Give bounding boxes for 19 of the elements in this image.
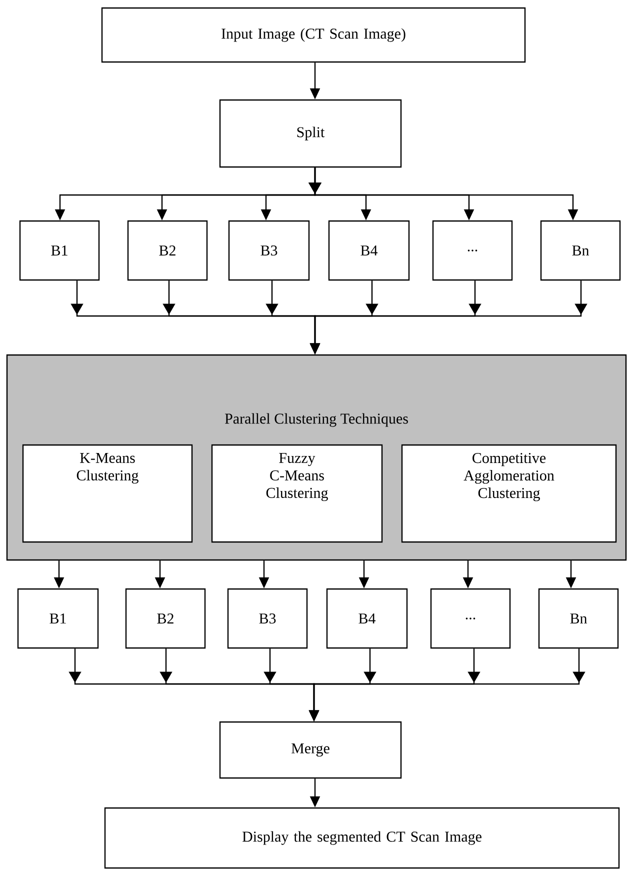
block-box: B1 xyxy=(17,588,99,649)
block-box: Bn xyxy=(538,588,619,649)
block-box: ... xyxy=(432,220,513,281)
process-box: Fuzzy C-Means Clustering xyxy=(211,444,383,543)
process-box: Input Image (CT Scan Image) xyxy=(101,7,526,63)
block-box: B4 xyxy=(326,588,408,649)
block-box: B3 xyxy=(228,220,310,281)
block-box: B3 xyxy=(227,588,308,649)
process-box: Merge xyxy=(219,721,402,779)
process-box: K-Means Clustering xyxy=(22,444,193,543)
process-box: Split xyxy=(219,99,402,168)
block-box: B2 xyxy=(125,588,206,649)
block-box: B1 xyxy=(19,220,100,281)
block-box: ... xyxy=(430,588,511,649)
block-box: B4 xyxy=(328,220,410,281)
block-box: B2 xyxy=(127,220,208,281)
process-box: Display the segmented CT Scan Image xyxy=(104,807,620,869)
process-box: Competitive Agglomeration Clustering xyxy=(401,444,617,543)
block-box: Bn xyxy=(540,220,621,281)
